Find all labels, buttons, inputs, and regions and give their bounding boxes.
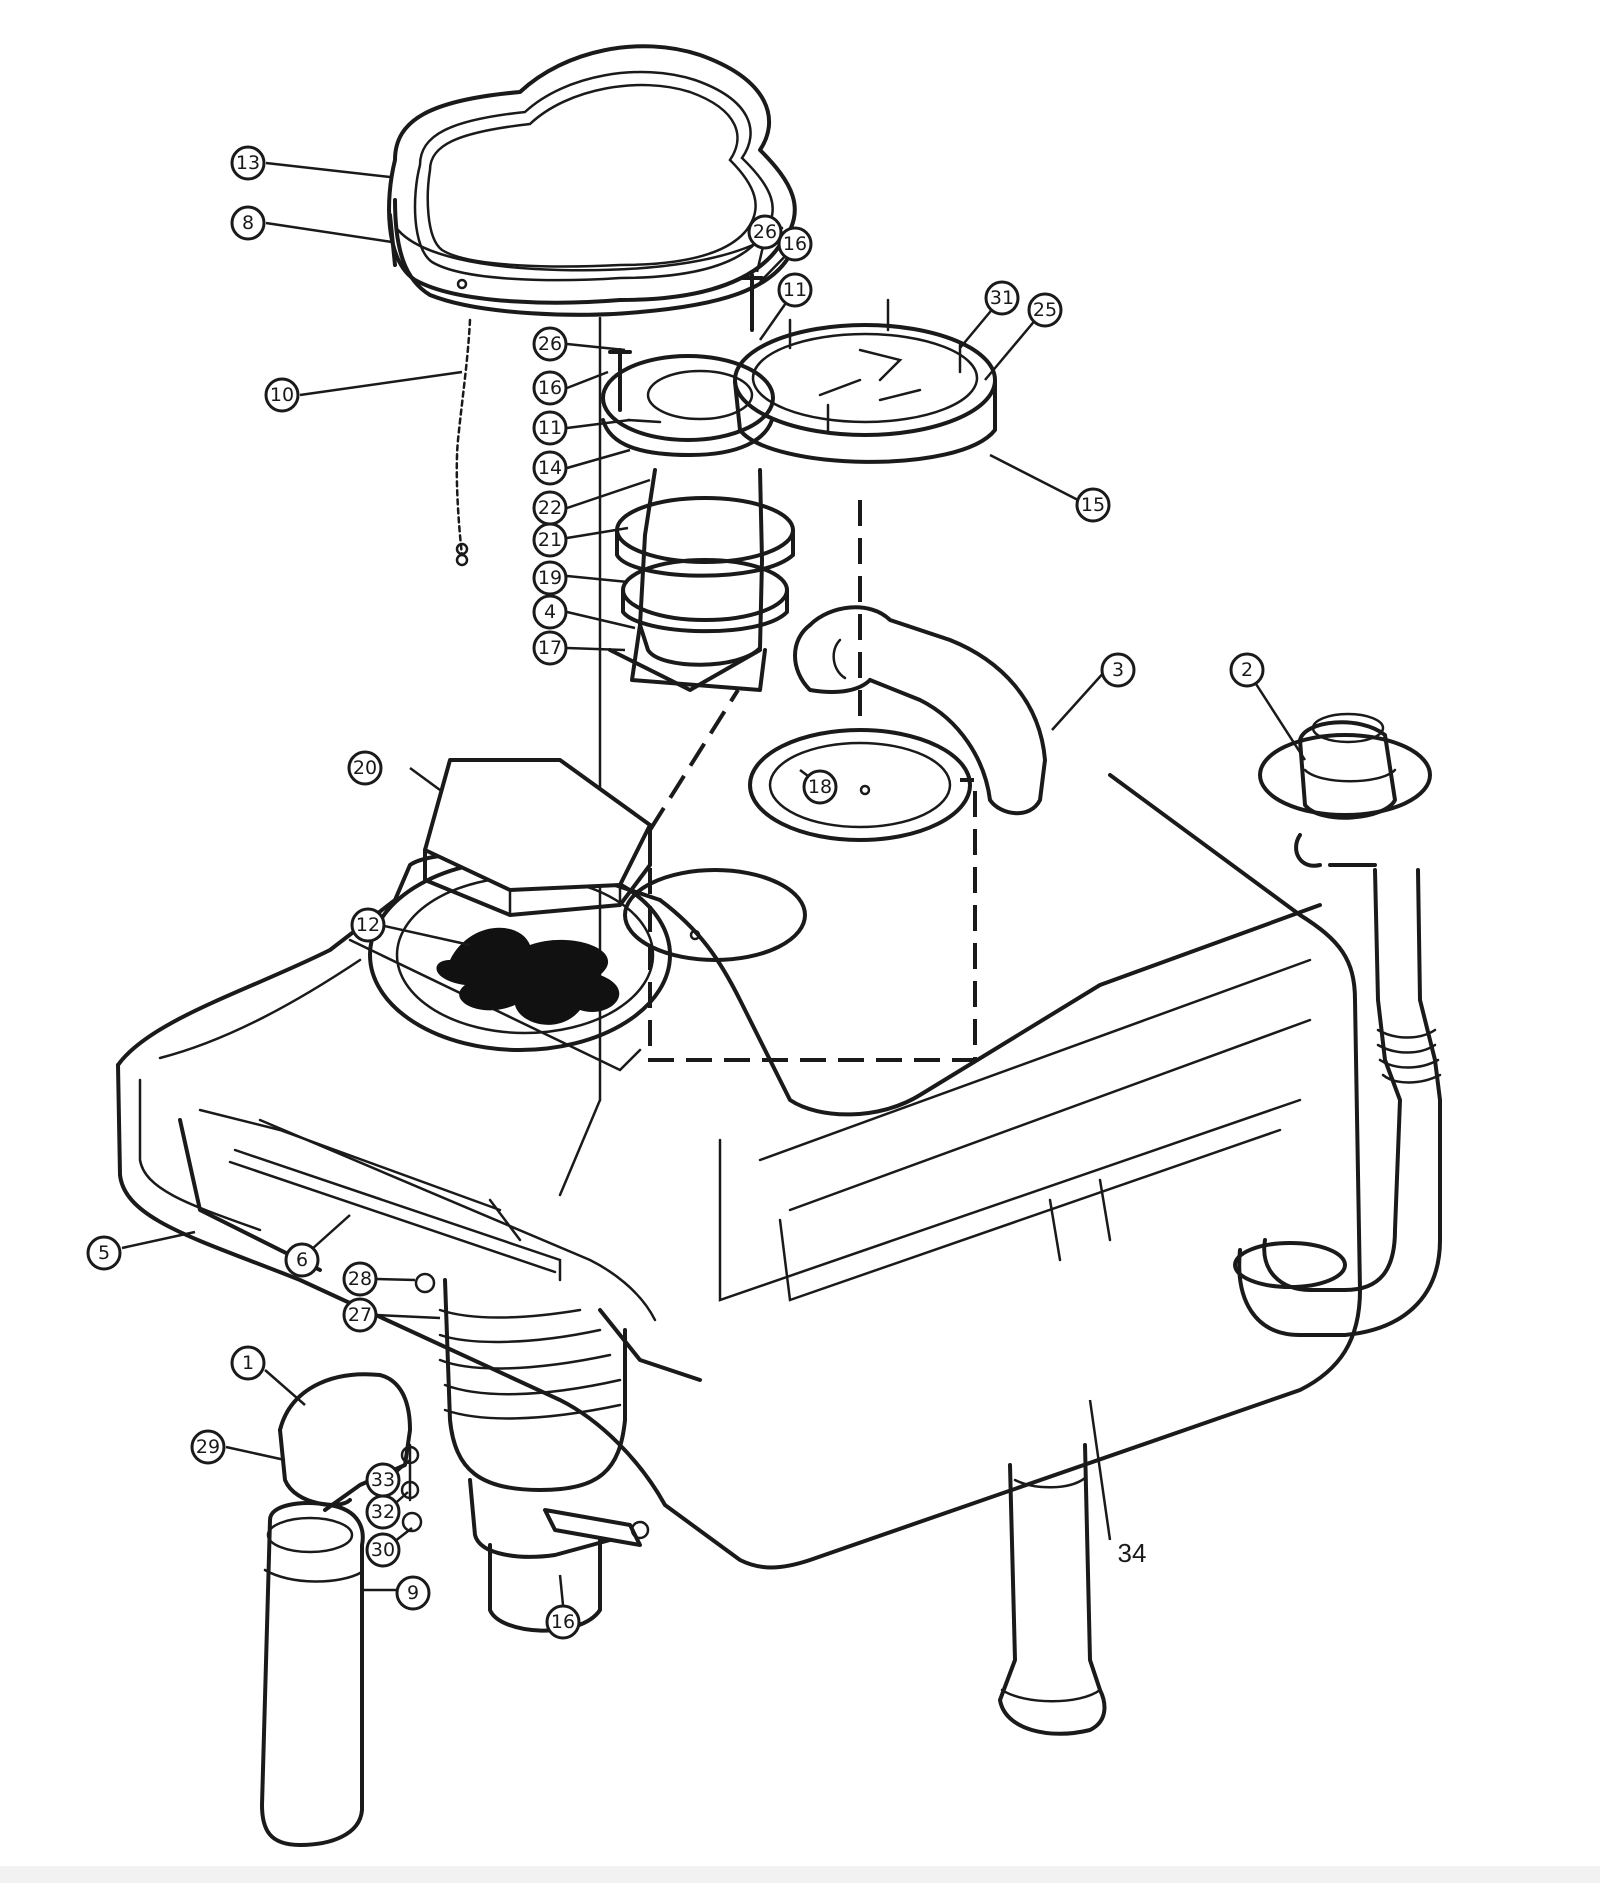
callout-33: 33	[365, 1462, 401, 1498]
callout-12-label: 12	[356, 914, 380, 936]
callout-26b-label: 26	[538, 333, 562, 355]
callout-17-label: 16	[551, 1611, 575, 1633]
callout-25-label: 25	[1033, 299, 1057, 321]
lower-pump	[414, 1272, 650, 1633]
callout-10-label: 10	[270, 384, 294, 406]
callout-18-label: 17	[538, 637, 562, 659]
callout-16b-label: 16	[538, 377, 562, 399]
callout-8: 9	[395, 1575, 431, 1611]
callout-19-label: 18	[808, 776, 832, 798]
tank-lid-gasket	[387, 44, 797, 317]
callout-34: 34	[1118, 1538, 1147, 1568]
callout-28: 28	[342, 1261, 378, 1297]
bowl-area	[368, 728, 972, 1052]
callout-33-label: 33	[371, 1469, 395, 1491]
callout-16a: 16	[777, 226, 813, 262]
callout-23-label: 22	[538, 497, 562, 519]
vent-pipe	[1233, 712, 1442, 1337]
drawing-linework	[116, 44, 1442, 1847]
leader-lines	[121, 161, 1307, 1606]
callout-2: 2	[1229, 652, 1265, 688]
hidden-outline	[648, 500, 977, 1062]
callout-15: 15	[1075, 487, 1111, 523]
callout-5-label: 5	[98, 1242, 110, 1264]
callout-22-label: 21	[538, 529, 562, 551]
callout-20: 19	[532, 560, 568, 596]
callout-10: 10	[264, 377, 300, 413]
callout-4-label: 4	[544, 601, 556, 623]
callout-30-label: 30	[371, 1539, 395, 1561]
callout-11a-label: 11	[783, 279, 807, 301]
bumper-strip	[178, 1118, 562, 1282]
callout-8-label: 9	[407, 1582, 419, 1604]
left-elbow-pipe	[260, 1372, 423, 1847]
callout-1-label: 1	[242, 1352, 254, 1374]
callout-21-label: 20	[353, 757, 377, 779]
callout-1: 1	[230, 1345, 266, 1381]
bottom-pipe	[998, 1443, 1107, 1736]
callout-13-label: 13	[236, 152, 260, 174]
callout-25: 25	[1027, 292, 1063, 328]
elbow-pipe	[793, 605, 1047, 816]
callout-16a-label: 16	[783, 233, 807, 255]
callout-26a-label: 26	[753, 221, 777, 243]
callout-3-label: 3	[1112, 659, 1124, 681]
callout-34-label: 34	[1118, 1538, 1147, 1568]
callout-11b: 11	[532, 410, 568, 446]
screws	[608, 273, 764, 424]
callout-22: 21	[532, 522, 568, 558]
hex-cap	[423, 758, 652, 917]
callout-11a: 11	[777, 272, 813, 308]
callout-23: 22	[532, 490, 568, 526]
callout-2-label: 2	[1241, 659, 1253, 681]
callout-11b-label: 11	[538, 417, 562, 439]
bead-chain	[455, 318, 472, 567]
callout-4: 4	[532, 594, 568, 630]
tank-body	[116, 773, 1362, 1570]
footer-strip	[0, 1866, 1600, 1883]
callout-20-label: 19	[538, 567, 562, 589]
callout-14-label: 14	[538, 457, 562, 479]
callout-6-label: 6	[296, 1249, 308, 1271]
callout-13: 13	[230, 145, 266, 181]
fill-tube-assembly	[601, 354, 795, 692]
callout-31: 32	[365, 1494, 401, 1530]
inspection-cover	[733, 298, 997, 464]
callout-3: 3	[1100, 652, 1136, 688]
callout-17: 16	[545, 1604, 581, 1640]
callout-29: 29	[190, 1429, 226, 1465]
callout-27-label: 27	[348, 1304, 372, 1326]
callout-19: 18	[802, 769, 838, 805]
callout-9: 8	[230, 205, 266, 241]
callout-26b: 26	[532, 326, 568, 362]
callout-18: 17	[532, 630, 568, 666]
callout-5: 5	[86, 1235, 122, 1271]
callout-21: 20	[347, 750, 383, 786]
callout-12: 12	[350, 907, 386, 943]
callout-30: 30	[365, 1532, 401, 1568]
callout-9-label: 8	[242, 212, 254, 234]
callout-29-label: 29	[196, 1436, 220, 1458]
callout-32-label: 31	[990, 287, 1014, 309]
callout-26a: 26	[747, 214, 783, 250]
callout-6: 6	[284, 1242, 320, 1278]
callout-28-label: 28	[348, 1268, 372, 1290]
callout-15-label: 15	[1081, 494, 1105, 516]
callout-16b: 16	[532, 370, 568, 406]
callout-14: 14	[532, 450, 568, 486]
callout-31-label: 32	[371, 1501, 395, 1523]
callout-32: 31	[984, 280, 1020, 316]
callout-27: 27	[342, 1297, 378, 1333]
